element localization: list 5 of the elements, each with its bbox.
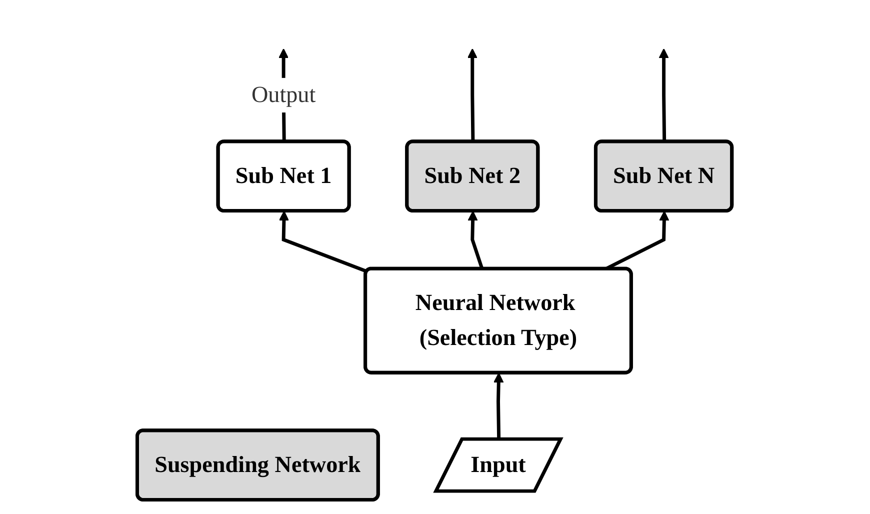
arrow	[468, 48, 478, 142]
edge-label: Output	[252, 82, 316, 108]
arrow	[279, 210, 368, 274]
arrow	[659, 48, 670, 142]
arrow	[494, 372, 504, 440]
